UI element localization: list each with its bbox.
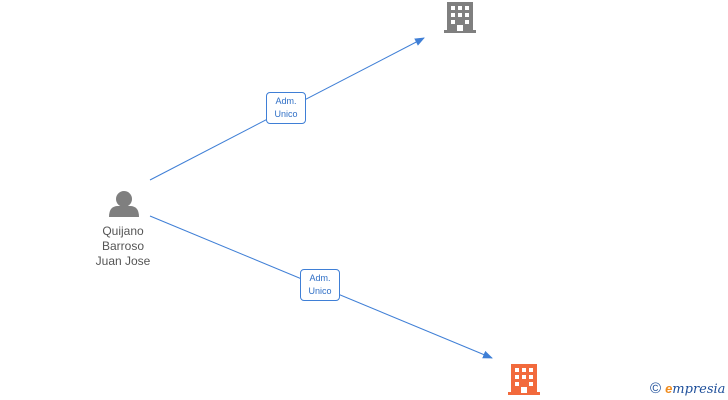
person-icon[interactable] (109, 191, 139, 217)
copyright-icon: © (650, 380, 662, 397)
person-name-line: Quijano (102, 224, 144, 238)
person-name-line: Barroso (101, 239, 145, 253)
relation-label-line: Adm. (309, 273, 331, 283)
relation-label: Adm. Unico (300, 269, 340, 301)
person-name-line: Juan Jose (95, 254, 151, 268)
brand-initial: e (665, 381, 673, 396)
person-name[interactable]: Quijano Barroso Juan Jose (78, 224, 168, 269)
brand-name: mpresia (672, 382, 726, 397)
relation-label-line: Unico (274, 109, 298, 119)
relation-label-line: Unico (308, 286, 332, 296)
relation-label: Adm. Unico (266, 92, 306, 124)
watermark: ©empresia (650, 380, 725, 397)
building-icon-highlighted[interactable] (508, 364, 540, 395)
relation-label-line: Adm. (275, 96, 297, 106)
building-icon[interactable] (444, 2, 476, 33)
